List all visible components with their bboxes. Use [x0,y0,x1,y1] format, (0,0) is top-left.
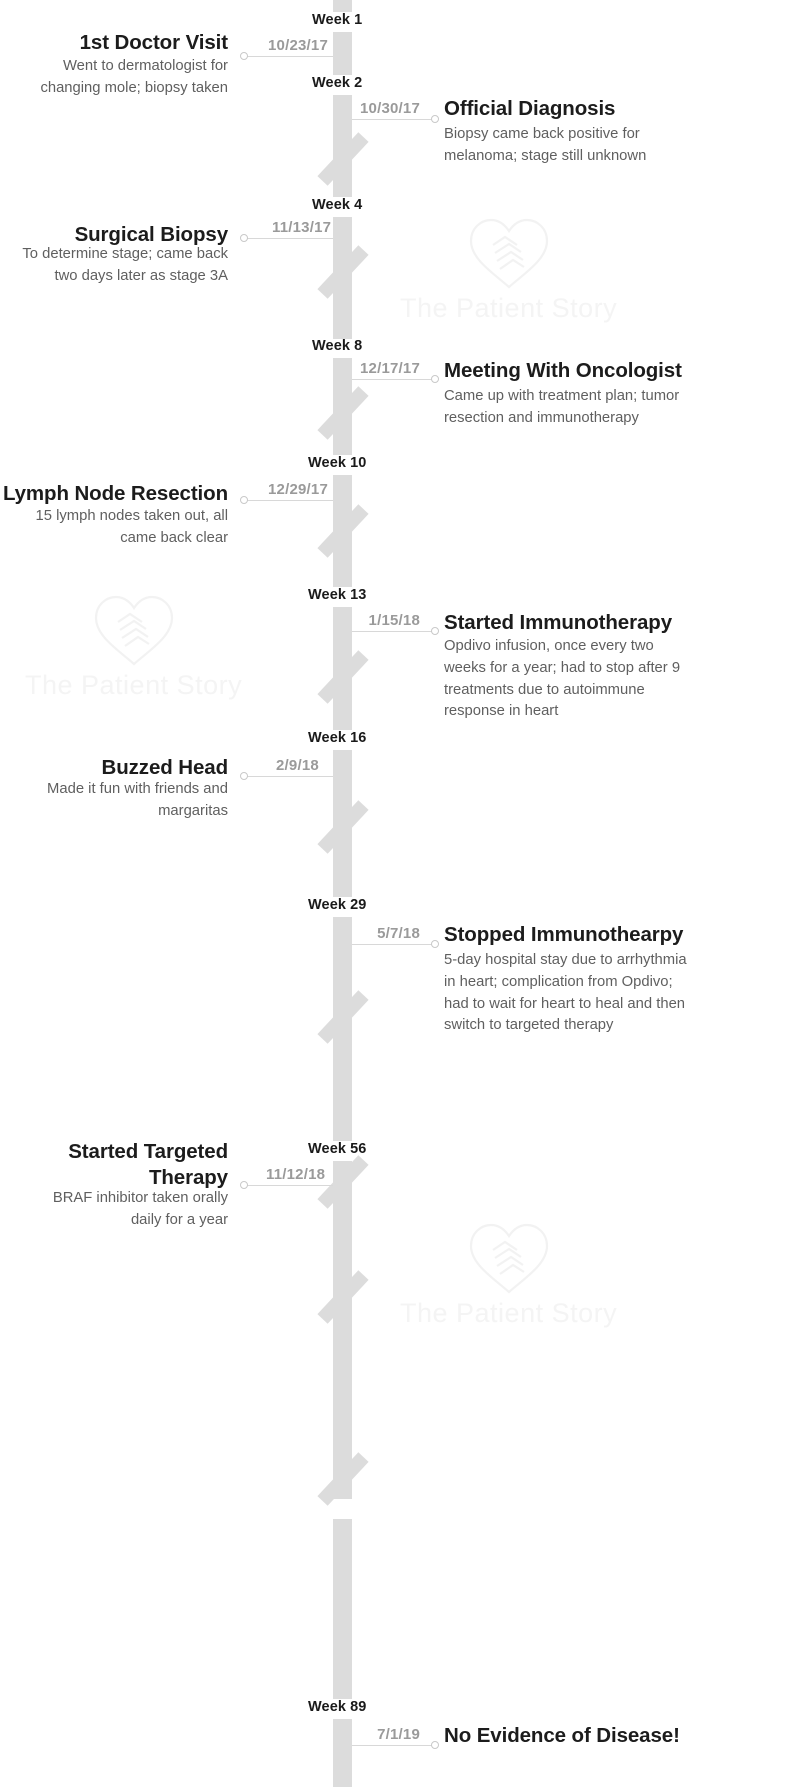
event-description: 15 lymph nodes taken out, all came back … [35,508,228,546]
event-description: Opdivo infusion, once every two weeks fo… [444,638,681,720]
timeline-spine-segment [333,1161,352,1499]
event-node-dot[interactable] [431,1741,439,1749]
event-description: Made it fun with friends and margaritas [47,781,228,819]
date-label: 7/1/19 [377,1726,420,1743]
date-label: 10/23/17 [268,37,328,54]
timeline-spine-segment [333,917,352,1141]
week-label: Week 2 [312,75,363,91]
date-label: 11/13/17 [272,219,332,236]
timeline-spine-segment [333,1519,352,1699]
week-label: Week 89 [308,1699,367,1715]
event-node-dot[interactable] [240,52,248,60]
connector-line [247,500,333,501]
event-node-dot[interactable] [240,1181,248,1189]
week-label: Week 8 [312,338,363,354]
heart-handshake-icon [463,215,555,293]
watermark-patient-story: The Patient Story [25,592,242,701]
event-title: Meeting With Oncologist [444,359,682,382]
connector-line [247,238,333,239]
date-label: 10/30/17 [360,100,420,117]
event-title: Lymph Node Resection [2,482,228,505]
event-node-dot[interactable] [431,627,439,635]
event-node-dot[interactable] [240,496,248,504]
week-label: Week 16 [308,730,367,746]
connector-line [247,56,333,57]
timeline-spine-segment [333,0,352,12]
event-title: Buzzed Head [101,756,229,779]
connector-line [352,379,436,380]
event-title: No Evidence of Disease! [444,1724,680,1747]
week-label: Week 13 [308,587,367,603]
event-node-dot[interactable] [431,940,439,948]
date-label: 5/7/18 [377,925,420,942]
event-node-dot[interactable] [240,772,248,780]
week-label: Week 4 [312,197,363,213]
timeline-spine-segment [333,32,352,75]
date-label: 11/12/18 [266,1166,326,1183]
event-description: Biopsy came back positive for melanoma; … [444,126,647,164]
connector-line [352,1745,436,1746]
timeline-spine-segment [333,1719,352,1787]
week-label: Week 29 [308,897,367,913]
date-label: 12/17/17 [360,360,420,377]
event-node-dot[interactable] [240,234,248,242]
event-title: Stopped Immunothearpy [444,923,684,946]
heart-handshake-icon [463,1220,555,1298]
event-description: BRAF inhibitor taken orally daily for a … [52,1190,228,1228]
watermark-label: The Patient Story [400,1298,618,1328]
date-label: 2/9/18 [276,757,319,774]
watermark-patient-story: The Patient Story [400,1220,617,1329]
connector-line [352,944,436,945]
heart-handshake-icon [88,592,180,670]
event-description: Came up with treatment plan; tumor resec… [444,388,680,426]
connector-line [247,776,333,777]
event-title: Started Targeted Therapy [68,1140,228,1189]
watermark-label: The Patient Story [400,293,618,323]
watermark-patient-story: The Patient Story [400,215,617,324]
event-description: 5-day hospital stay due to arrhythmia in… [444,952,687,1034]
week-label: Week 56 [308,1141,367,1157]
connector-line [352,119,436,120]
event-node-dot[interactable] [431,375,439,383]
event-node-dot[interactable] [431,115,439,123]
connector-line [247,1185,333,1186]
week-label: Week 10 [308,455,367,471]
date-label: 12/29/17 [268,481,328,498]
watermark-label: The Patient Story [25,670,243,700]
event-description: To determine stage; came back two days l… [22,246,228,284]
event-title: 1st Doctor Visit [79,31,229,54]
event-description: Went to dermatologist for changing mole;… [40,58,228,96]
date-label: 1/15/18 [368,612,420,629]
week-label: Week 1 [312,12,363,28]
connector-line [352,631,436,632]
event-title: Surgical Biopsy [74,223,229,246]
event-title: Official Diagnosis [444,97,616,120]
event-title: Started Immunotherapy [444,611,672,634]
